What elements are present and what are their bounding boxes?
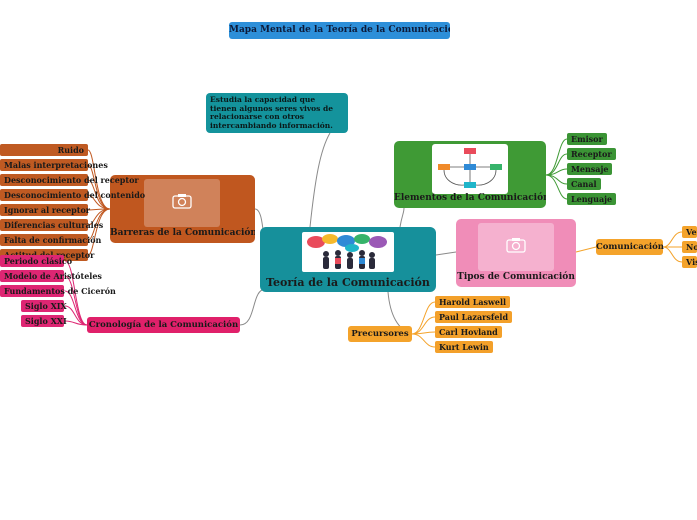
elementos-item[interactable]: Lenguaje (567, 193, 617, 205)
branch-precursores[interactable]: Precursores (348, 326, 412, 342)
branch-tipos[interactable]: Tipos de Comunicación (456, 219, 576, 287)
barreras-label: Barreras de la Comunicación (110, 228, 255, 238)
elementos-label: Elementos de la Comunicación (394, 193, 546, 203)
barreras-item[interactable]: Desconocimiento del contenido (0, 189, 145, 201)
communication-diagram-image (432, 144, 508, 194)
elementos-item[interactable]: Emisor (567, 133, 607, 145)
tipos-label: Tipos de Comunicación (457, 272, 575, 282)
tipos-item[interactable]: No verbal (682, 241, 697, 253)
connector-cronologia (239, 289, 263, 326)
connector-tipos-items (662, 231, 683, 263)
cronologia-item[interactable]: Fundamentos de Cicerón (0, 285, 116, 297)
connector-cronologia-items (64, 260, 88, 326)
connector-elementos (399, 207, 405, 228)
connector-description (309, 132, 331, 228)
barreras-item[interactable]: Ignorar al receptor (0, 204, 90, 216)
precursores-item[interactable]: Harold Laswell (435, 296, 511, 308)
cronologia-item[interactable]: Periodo clásico (0, 255, 72, 267)
connector-barreras-items (87, 149, 111, 256)
precursores-item[interactable]: Carl Hovland (435, 326, 502, 338)
elementos-item[interactable]: Receptor (567, 148, 616, 160)
central-topic[interactable]: Teoría de la Comunicación (260, 227, 436, 292)
precursores-item[interactable]: Paul Lazarsfeld (435, 311, 513, 323)
description-note[interactable]: Estudia la capacidad que tienen algunos … (206, 93, 348, 133)
barreras-item[interactable]: Falta de confirmación (0, 234, 101, 246)
branch-barreras[interactable]: Barreras de la Comunicación (110, 175, 255, 243)
barreras-item[interactable]: Diferencias culturales (0, 219, 103, 231)
people-speech-bubbles-image (302, 232, 394, 272)
cronologia-item[interactable]: Modelo de Aristóteles (0, 270, 102, 282)
branch-cronologia[interactable]: Cronología de la Comunicación (87, 317, 240, 333)
tipos-item[interactable]: Visual (682, 256, 697, 268)
barreras-item[interactable]: Desconocimiento del receptor (0, 174, 139, 186)
camera-icon (506, 237, 526, 257)
connector-elementos-items (545, 138, 568, 200)
map-title[interactable]: Mapa Mental de la Teoría de la Comunicac… (229, 22, 450, 39)
tipos-sub-comunicacion[interactable]: Comunicación (596, 239, 664, 255)
connector-precursores-items (411, 301, 436, 348)
cronologia-item[interactable]: Siglo XXI (21, 315, 67, 327)
tipos-image-placeholder (478, 223, 554, 271)
barreras-image-placeholder (144, 179, 220, 227)
cronologia-item[interactable]: Siglo XIX (21, 300, 67, 312)
tipos-item[interactable]: Verbal (682, 226, 697, 238)
connector-tipos-sub (575, 246, 597, 253)
barreras-item[interactable]: Ruido (0, 144, 88, 156)
elementos-item[interactable]: Canal (567, 178, 601, 190)
central-topic-label: Teoría de la Comunicación (266, 276, 430, 289)
barreras-item[interactable]: Malas interpretaciones (0, 159, 108, 171)
branch-elementos[interactable]: Elementos de la Comunicación (394, 141, 546, 208)
camera-icon (172, 193, 192, 213)
elementos-item[interactable]: Mensaje (567, 163, 613, 175)
precursores-item[interactable]: Kurt Lewin (435, 341, 493, 353)
connector-tipos (435, 251, 457, 256)
